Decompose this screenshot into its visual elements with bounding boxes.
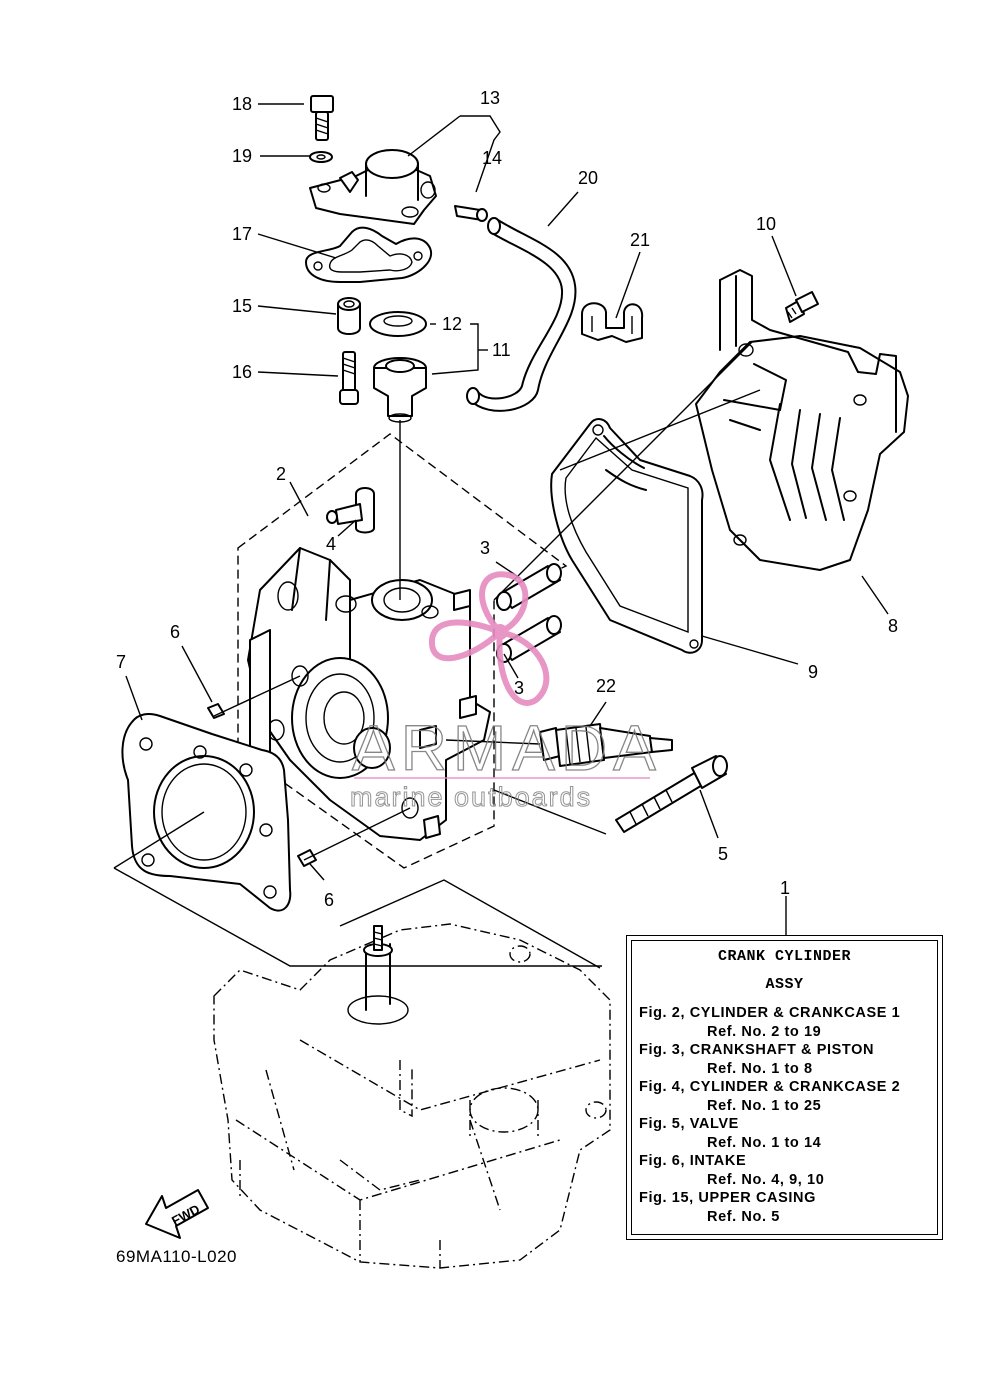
part-13-thermostat-cover (309, 149, 437, 225)
callout-6-lower: 6 (324, 890, 334, 910)
part-18-bolt (310, 95, 334, 141)
part-16-bolt (339, 351, 359, 405)
reference-box-title: CRANK CYLINDER (717, 948, 852, 965)
ref-no-entry: Ref. No. 1 to 14 (707, 1134, 822, 1151)
ref-no-entry: Ref. No. 5 (707, 1208, 780, 1225)
reference-box-subtitle: ASSY (765, 976, 804, 993)
callout-8: 8 (888, 616, 898, 636)
part-11-thermostat (373, 357, 427, 423)
callout-22: 22 (596, 676, 616, 696)
callout-20: 20 (578, 168, 598, 188)
ref-no-entry: Ref. No. 1 to 25 (707, 1097, 822, 1114)
callout-18: 18 (232, 94, 252, 114)
drawing-code: 69MA110-L020 (116, 1247, 237, 1266)
watermark-brand: ARMADA (352, 712, 662, 784)
callout-7: 7 (116, 652, 126, 672)
part-22-spark-plug (539, 723, 673, 767)
part-3-pin-lower (496, 615, 562, 663)
part-21-clip (581, 302, 644, 343)
callout-6-upper: 6 (170, 622, 180, 642)
ref-fig-entry: Fig. 3, CRANKSHAFT & PISTON (639, 1042, 875, 1058)
part-10-bolt (785, 291, 819, 323)
part-2-cylinder-block (237, 433, 568, 869)
callout-2: 2 (276, 464, 286, 484)
callout-4: 4 (326, 534, 336, 554)
callout-13: 13 (480, 88, 500, 108)
part-17-gasket (305, 226, 433, 283)
reference-box-frame (631, 940, 938, 1235)
watermark-tagline: marine outboards (350, 782, 592, 812)
part-15-collar (337, 297, 361, 335)
ref-no-entry: Ref. No. 4, 9, 10 (707, 1171, 825, 1188)
fwd-arrow-icon: FWD (145, 1189, 209, 1239)
reference-list: Fig. 2, CYLINDER & CRANKCASE 1 Ref. No. … (639, 1004, 934, 1226)
callouts: 18 19 13 14 20 17 21 10 15 12 11 16 2 4 … (116, 88, 898, 910)
callout-19: 19 (232, 146, 252, 166)
callout-9: 9 (808, 662, 818, 682)
callout-21: 21 (630, 230, 650, 250)
crankcase-block (213, 923, 611, 1269)
watermark: ARMADA marine outboards (350, 571, 662, 813)
callout-3-upper: 3 (480, 538, 490, 558)
propeller-logo-icon (429, 571, 550, 706)
part-19-washer (309, 151, 333, 163)
ref-fig-entry: Fig. 4, CYLINDER & CRANKCASE 2 (639, 1079, 901, 1095)
part-14-nozzle (454, 205, 488, 222)
callout-5: 5 (718, 844, 728, 864)
part-12-seal (369, 311, 427, 337)
ref-fig-entry: Fig. 2, CYLINDER & CRANKCASE 1 (639, 1005, 901, 1021)
part-4-fitting (326, 487, 375, 534)
ref-fig-entry: Fig. 6, INTAKE (639, 1153, 747, 1169)
part-3-pin-upper (496, 563, 562, 611)
leader-lines (125, 103, 889, 935)
part-5-bolt (615, 755, 728, 833)
callout-15: 15 (232, 296, 252, 316)
callout-11: 11 (492, 340, 511, 360)
callout-14: 14 (482, 148, 502, 168)
ref-no-entry: Ref. No. 2 to 19 (707, 1023, 822, 1040)
callout-16: 16 (232, 362, 252, 382)
callout-1: 1 (780, 878, 790, 898)
part-9-gasket (550, 418, 704, 654)
part-6-pin-upper (207, 703, 225, 719)
callout-10: 10 (756, 214, 776, 234)
callout-12: 12 (442, 314, 462, 334)
callout-3-lower: 3 (514, 678, 524, 698)
callout-17: 17 (232, 224, 252, 244)
part-20-hose (466, 217, 577, 412)
ref-no-entry: Ref. No. 1 to 8 (707, 1060, 813, 1077)
ref-fig-entry: Fig. 5, VALVE (639, 1116, 739, 1132)
reference-box: CRANK CYLINDER ASSY Fig. 2, CYLINDER & C… (626, 935, 943, 1240)
ref-fig-entry: Fig. 15, UPPER CASING (639, 1190, 816, 1206)
assembly-lines (113, 341, 761, 969)
